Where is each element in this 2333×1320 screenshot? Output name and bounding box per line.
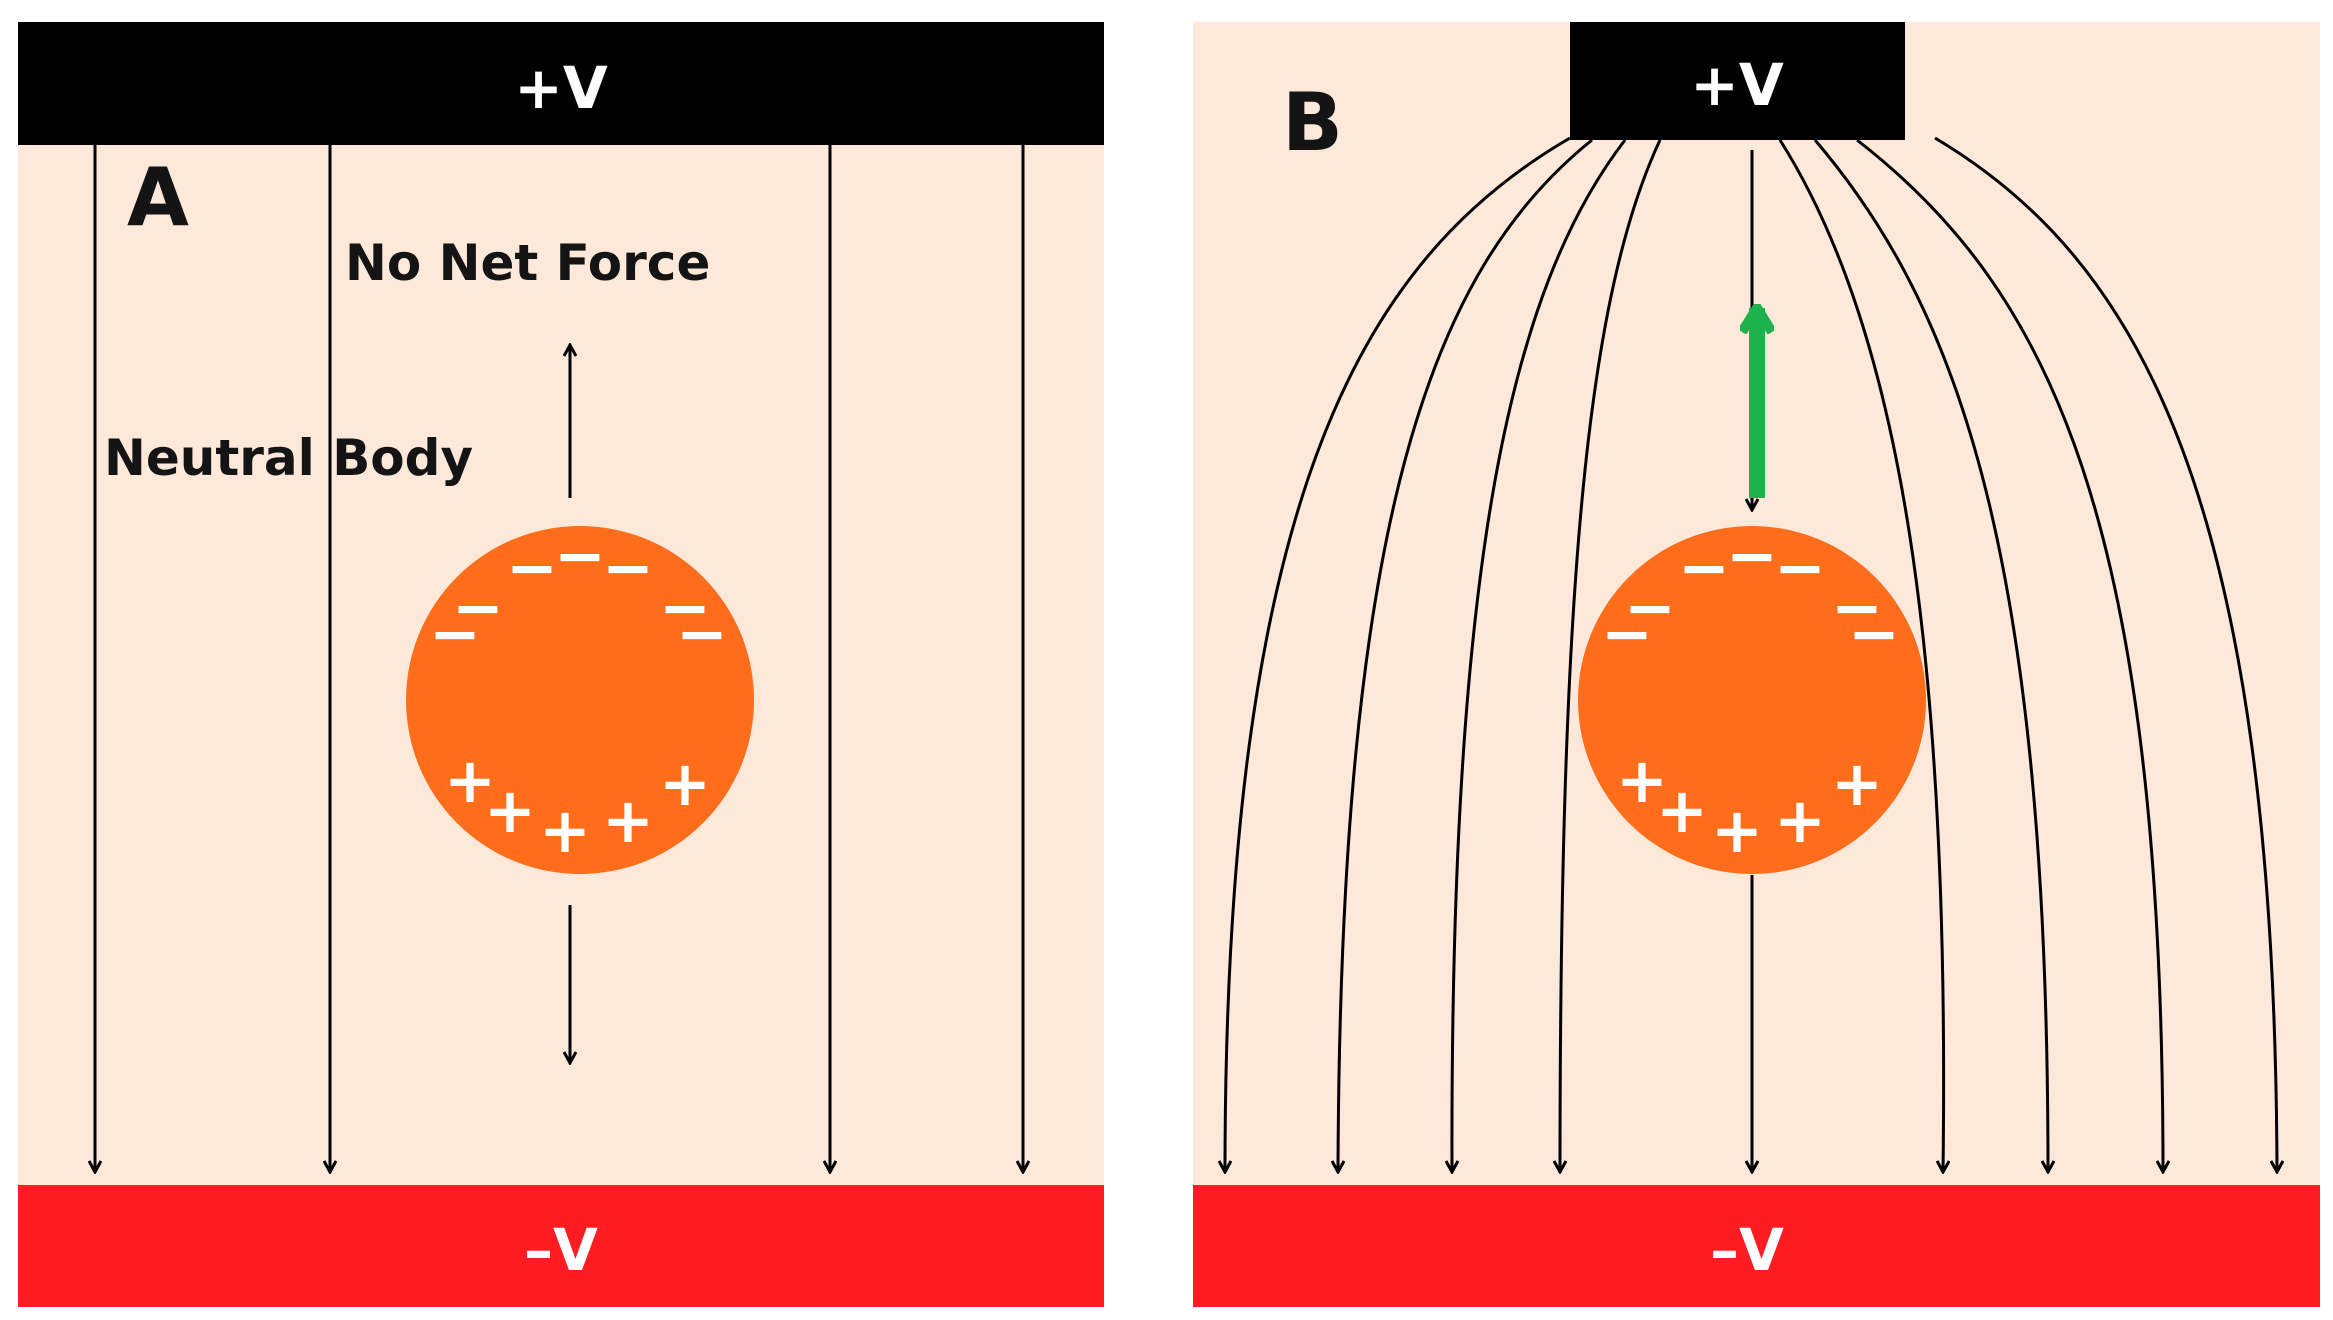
negative-charge: − bbox=[676, 597, 728, 670]
positive-charge: + bbox=[539, 794, 591, 867]
field-line bbox=[1856, 138, 2163, 1172]
panel-b-positive-charges: +++++ bbox=[1616, 744, 1883, 867]
panel-a-bottom-plate bbox=[18, 1185, 1104, 1307]
field-line bbox=[1338, 138, 1593, 1172]
neutral-sphere bbox=[406, 526, 754, 874]
negative-charge: − bbox=[1624, 571, 1676, 644]
negative-charge: − bbox=[1848, 597, 1900, 670]
field-line bbox=[1452, 139, 1627, 1172]
negative-charge: − bbox=[554, 519, 606, 592]
positive-charge: + bbox=[444, 744, 496, 817]
negative-charge: − bbox=[1831, 571, 1883, 644]
polarized-sphere bbox=[1578, 526, 1926, 874]
panel-a: +V –V A No Net Force Neutral Body −−−−−−… bbox=[18, 22, 1104, 1307]
negative-charge: − bbox=[1601, 597, 1653, 670]
negative-charge: − bbox=[429, 597, 481, 670]
positive-charge: + bbox=[1656, 774, 1708, 847]
positive-charge: + bbox=[659, 747, 711, 820]
field-line bbox=[1813, 139, 2048, 1172]
field-line bbox=[1225, 136, 1571, 1172]
negative-charge: − bbox=[1678, 531, 1730, 604]
panel-a-field-lines bbox=[95, 145, 1023, 1172]
panel-b-top-plate bbox=[1570, 22, 1905, 140]
panel-a-bottom-plate-label: –V bbox=[524, 1216, 598, 1284]
negative-charge: − bbox=[602, 531, 654, 604]
negative-charge: − bbox=[659, 571, 711, 644]
negative-charge: − bbox=[1726, 519, 1778, 592]
positive-charge: + bbox=[602, 784, 654, 857]
positive-charge: + bbox=[484, 774, 536, 847]
panel-b-top-plate-label: +V bbox=[1690, 51, 1784, 119]
positive-charge: + bbox=[1831, 747, 1883, 820]
panel-a-caption-force: No Net Force bbox=[345, 234, 710, 292]
panel-a-letter: A bbox=[127, 151, 189, 244]
field-line bbox=[1934, 136, 2277, 1172]
panel-b-letter: B bbox=[1282, 76, 1343, 169]
positive-charge: + bbox=[1616, 744, 1668, 817]
panel-a-caption-body: Neutral Body bbox=[104, 429, 473, 487]
panel-b-bottom-plate-label: –V bbox=[1710, 1216, 1784, 1284]
panel-b: +V –V B −−−−−−− +++++ bbox=[1193, 22, 2320, 1307]
panel-b-bottom-plate bbox=[1193, 1185, 2320, 1307]
positive-charge: + bbox=[1774, 784, 1826, 857]
negative-charge: − bbox=[506, 531, 558, 604]
positive-charge: + bbox=[1711, 794, 1763, 867]
panel-a-top-plate-label: +V bbox=[514, 54, 608, 122]
negative-charge: − bbox=[452, 571, 504, 644]
panel-a-top-plate bbox=[18, 22, 1104, 145]
panel-b-negative-charges: −−−−−−− bbox=[1601, 519, 1900, 670]
negative-charge: − bbox=[1774, 531, 1826, 604]
field-line bbox=[1560, 139, 1662, 1172]
panel-a-negative-charges: −−−−−−− bbox=[429, 519, 728, 670]
panel-a-positive-charges: +++++ bbox=[444, 744, 711, 867]
field-line bbox=[1778, 139, 1944, 1172]
